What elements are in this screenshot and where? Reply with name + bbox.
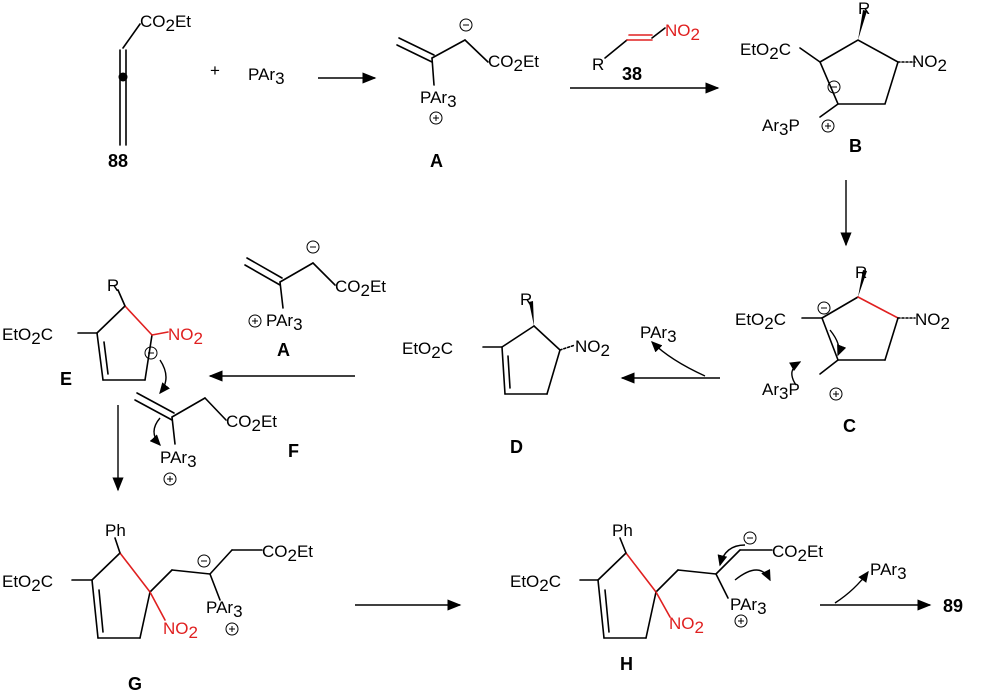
svg-text:NO2: NO2 — [163, 619, 198, 642]
svg-text:CO2Et: CO2Et — [335, 277, 386, 300]
zwitterion-A-middle: CO2Et PAr3 A — [244, 240, 386, 360]
svg-text:CO2Et: CO2Et — [772, 542, 823, 565]
svg-text:CO2Et: CO2Et — [488, 52, 539, 75]
svg-text:PAr3: PAr3 — [266, 311, 303, 334]
svg-text:PAr3: PAr3 — [160, 448, 197, 471]
svg-text:EtO2C: EtO2C — [740, 40, 791, 63]
svg-text:EtO2C: EtO2C — [2, 325, 53, 348]
compound-88: CO2Et 88 — [108, 12, 191, 171]
intermediate-B: R NO2 EtO2C Ar3P B — [740, 0, 947, 156]
allene-center-dot — [118, 72, 128, 82]
svg-text:EtO2C: EtO2C — [402, 339, 453, 362]
label-G: G — [128, 674, 142, 693]
intermediate-E: R NO2 EtO2C E — [2, 276, 203, 395]
label-E: E — [60, 369, 72, 389]
label-H: H — [620, 654, 633, 674]
svg-text:PAr3: PAr3 — [420, 88, 457, 111]
label-C: C — [843, 416, 856, 436]
svg-text:PAr3: PAr3 — [640, 323, 677, 346]
svg-text:Ar3P: Ar3P — [762, 116, 800, 139]
svg-text:NO2: NO2 — [575, 337, 610, 360]
intermediate-C: R NO2 EtO2C Ar3P C — [735, 263, 950, 436]
intermediate-G: Ph CO2Et PAr3 NO2 EtO2C G — [2, 521, 313, 693]
svg-text:NO2: NO2 — [665, 21, 700, 44]
label-89: 89 — [943, 596, 963, 616]
svg-text:PAr3: PAr3 — [206, 598, 243, 621]
svg-text:Ph: Ph — [105, 521, 126, 540]
nitroalkene-38: R NO2 38 — [592, 21, 700, 84]
label-38: 38 — [622, 64, 642, 84]
zwitterion-F: CO2Et PAr3 F — [134, 392, 299, 486]
label-A-top: A — [430, 151, 443, 171]
label-A-middle: A — [277, 340, 290, 360]
svg-text:CO2Et: CO2Et — [262, 542, 313, 565]
svg-text:R: R — [107, 276, 119, 295]
svg-text:PAr3: PAr3 — [870, 560, 907, 583]
svg-text:R: R — [592, 55, 604, 74]
svg-text:NO2: NO2 — [912, 52, 947, 75]
svg-text:R: R — [520, 290, 532, 309]
cyclopentene-D: R NO2 EtO2C D — [402, 290, 610, 457]
svg-text:CO2Et: CO2Et — [226, 412, 277, 435]
svg-text:Ar3P: Ar3P — [762, 380, 800, 403]
svg-text:EtO2C: EtO2C — [510, 572, 561, 595]
svg-text:NO2: NO2 — [168, 325, 203, 348]
plus-sign: + — [210, 61, 220, 80]
label-F: F — [288, 441, 299, 461]
label-88: 88 — [108, 151, 128, 171]
svg-text:EtO2C: EtO2C — [735, 310, 786, 333]
svg-text:R: R — [855, 263, 867, 282]
zwitterion-A-top: CO2Et PAr3 A — [396, 18, 539, 171]
svg-text:R: R — [858, 0, 870, 18]
svg-text:NO2: NO2 — [669, 614, 704, 637]
label-D: D — [510, 437, 523, 457]
svg-text:CO2Et: CO2Et — [140, 12, 191, 35]
intermediate-H: Ph CO2Et PAr3 NO2 EtO2C H — [510, 521, 823, 674]
label-B: B — [849, 136, 862, 156]
phosphine-reagent: PAr3 — [248, 65, 285, 88]
svg-text:EtO2C: EtO2C — [2, 572, 53, 595]
svg-text:Ph: Ph — [612, 521, 633, 540]
svg-text:NO2: NO2 — [915, 310, 950, 333]
svg-text:PAr3: PAr3 — [730, 595, 767, 618]
